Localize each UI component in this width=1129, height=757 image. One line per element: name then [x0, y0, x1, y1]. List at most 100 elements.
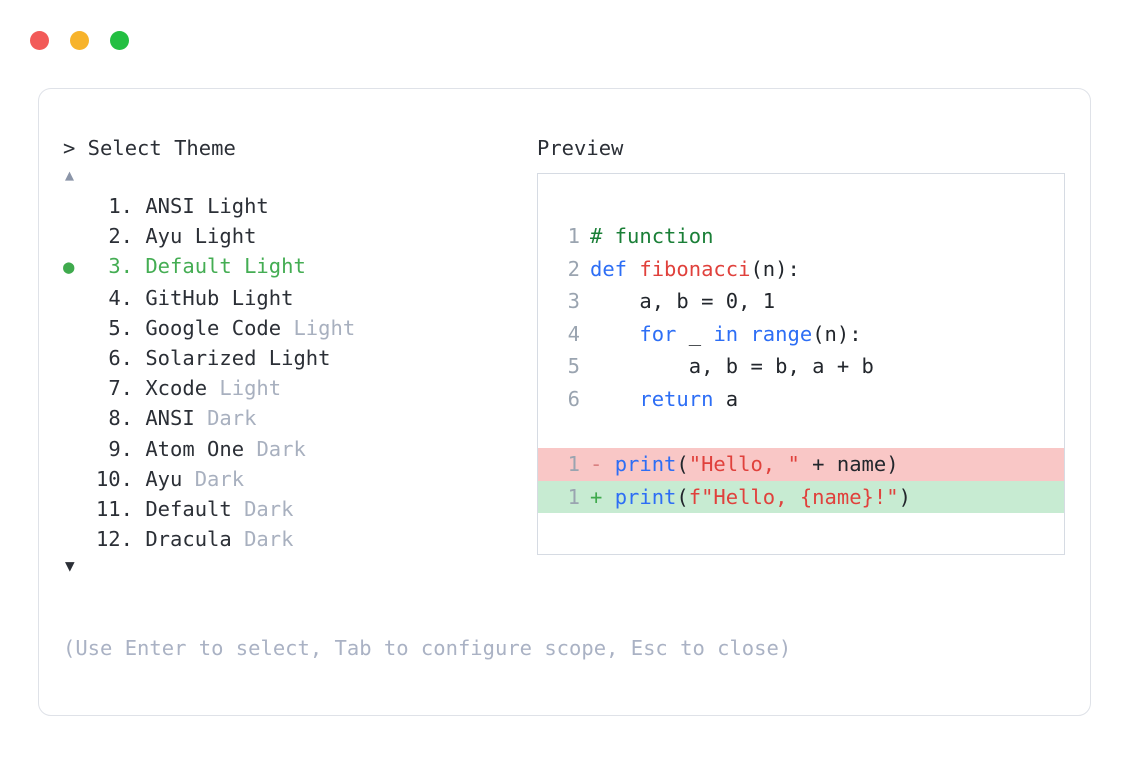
code-token: ): [898, 484, 911, 509]
theme-item-variant: Light: [268, 346, 331, 371]
code-token: [738, 322, 750, 346]
code-token: a: [713, 386, 739, 411]
spacer: [133, 313, 145, 343]
theme-item-number: 2.: [108, 224, 133, 249]
code-token: in: [713, 321, 739, 346]
theme-item-name: Xcode: [145, 376, 208, 401]
spacer: [182, 221, 194, 251]
maximize-button[interactable]: [110, 31, 129, 50]
theme-item-name: ANSI: [145, 406, 195, 431]
code-token: [590, 387, 639, 411]
code-line: 1 # function: [538, 220, 1064, 253]
line-number: 1: [567, 452, 580, 477]
theme-item-name: Ayu: [145, 224, 183, 249]
theme-item-name: ANSI: [145, 194, 195, 218]
line-number: 1: [567, 224, 580, 248]
code-token: fibonacci: [639, 256, 751, 281]
code-token: a, b = b, a + b: [590, 354, 874, 379]
spacer: [133, 221, 145, 251]
theme-item-number: 8.: [108, 406, 133, 431]
code-token: def: [590, 256, 640, 281]
line-number: 6: [567, 386, 580, 411]
theme-item-variant: Dark: [207, 406, 257, 431]
theme-list-item[interactable]: 11. Default Dark: [63, 494, 513, 524]
code-token: for: [639, 321, 677, 346]
spacer: [133, 283, 145, 313]
spacer: [133, 343, 145, 373]
theme-list-item[interactable]: ●3. Default Light: [63, 251, 513, 282]
theme-list-item[interactable]: 2. Ayu Light: [63, 221, 513, 251]
theme-item-name: Solarized: [145, 346, 257, 371]
spacer: [133, 464, 145, 494]
code-token: [590, 322, 639, 346]
theme-item-name: Google Code: [145, 315, 282, 340]
theme-item-variant: Light: [219, 376, 282, 401]
code-token: _: [676, 321, 714, 346]
theme-list-title: > Select Theme: [63, 136, 236, 160]
code-line: 6 return a: [538, 383, 1064, 416]
keyboard-hint: (Use Enter to select, Tab to configure s…: [63, 636, 792, 660]
theme-list-item[interactable]: 10. Ayu Dark: [63, 464, 513, 494]
theme-item-name: Dracula: [145, 527, 232, 552]
code-gap: [538, 416, 1064, 449]
theme-list-item[interactable]: 4. GitHub Light: [63, 283, 513, 313]
theme-list-item[interactable]: 5. Google Code Light: [63, 313, 513, 343]
spacer: [232, 524, 244, 554]
theme-item-variant: Light: [207, 194, 269, 218]
line-number: 1: [567, 484, 580, 509]
theme-item-number: 1.: [108, 194, 133, 218]
spacer: [195, 403, 207, 433]
spacer: [133, 403, 145, 433]
code-token: print: [614, 484, 677, 509]
theme-item-variant: Dark: [244, 497, 294, 522]
theme-list-item[interactable]: 12. Dracula Dark: [63, 524, 513, 554]
code-line: 4 for _ in range(n):: [538, 318, 1064, 351]
theme-list-item[interactable]: 6. Solarized Light: [63, 343, 513, 373]
theme-item-number: 7.: [108, 376, 133, 401]
minimize-button[interactable]: [70, 31, 89, 50]
code-token: # function: [590, 224, 714, 248]
theme-item-number: 3.: [108, 254, 133, 279]
theme-item-number: 12.: [95, 527, 133, 552]
diff-added-line: 1 + print(f"Hello, {name}!"): [538, 480, 1064, 514]
line-number: 4: [567, 321, 580, 346]
scroll-down-icon[interactable]: ▼: [65, 556, 75, 576]
theme-list-item[interactable]: 9. Atom One Dark: [63, 434, 513, 464]
spacer: [219, 283, 231, 313]
scroll-up-icon[interactable]: ▲: [65, 166, 75, 184]
theme-item-variant: Light: [293, 315, 356, 340]
theme-item-name: Ayu: [145, 466, 183, 491]
window-controls: [30, 31, 129, 50]
theme-item-variant: Dark: [244, 527, 294, 552]
code-line: 5 a, b = b, a + b: [538, 350, 1064, 383]
spacer: [133, 524, 145, 554]
theme-item-variant: Dark: [194, 466, 245, 491]
code-token: "Hello, ": [688, 452, 800, 477]
code-token: range: [750, 321, 813, 346]
theme-item-number: 5.: [108, 315, 133, 340]
theme-list-item[interactable]: 7. Xcode Light: [63, 373, 513, 403]
diff-plus-marker: +: [590, 484, 615, 509]
spacer: [281, 313, 293, 343]
line-number: 3: [567, 289, 580, 314]
spacer: [232, 251, 244, 281]
close-button[interactable]: [30, 31, 49, 50]
code-token: (: [676, 484, 689, 509]
preview-title: Preview: [537, 136, 624, 160]
theme-list-item[interactable]: 8. ANSI Dark: [63, 403, 513, 433]
code-token: f"Hello, {name}!": [688, 484, 899, 509]
theme-item-number: 6.: [108, 346, 133, 371]
theme-item-number: 11.: [95, 497, 133, 522]
spacer: [244, 434, 256, 464]
code-line: 3 a, b = 0, 1: [538, 285, 1064, 318]
spacer: [133, 191, 145, 221]
theme-list-item[interactable]: 1. ANSI Light: [63, 191, 513, 221]
theme-item-number: 10.: [95, 466, 133, 491]
